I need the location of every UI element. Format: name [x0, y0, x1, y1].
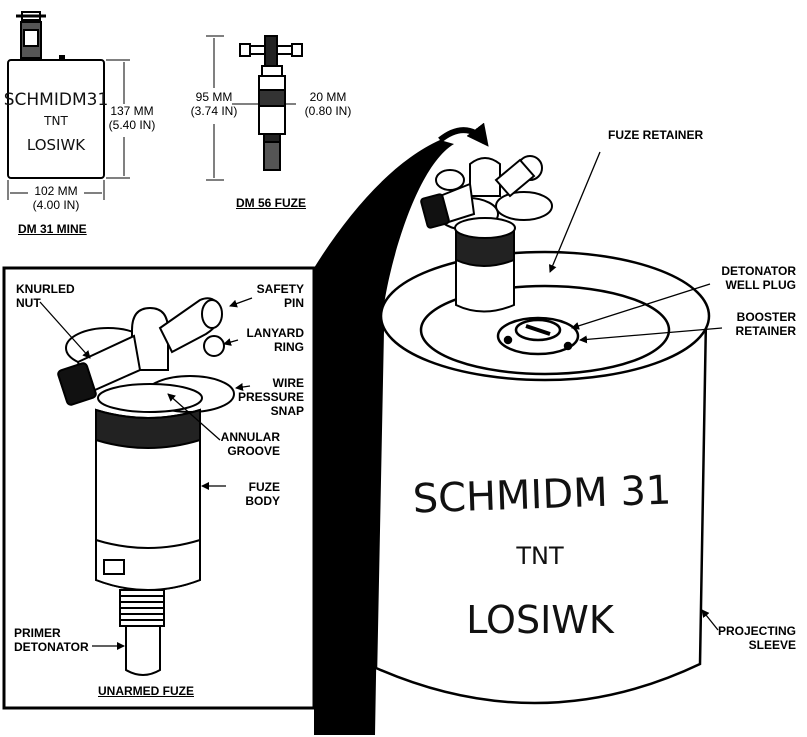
label-fuze-body-line2: BODY — [245, 494, 280, 508]
label-annular-groove-line2: GROOVE — [227, 444, 280, 458]
label-fuze-retainer: FUZE RETAINER — [608, 128, 704, 142]
label-wire-pressure-snap-line1: WIRE — [272, 376, 304, 390]
label-wire-pressure-snap-line2: PRESSURE — [237, 390, 304, 404]
label-projecting-sleeve-line2: SLEEVE — [748, 638, 796, 652]
label-detonator-well-plug: DETONATOR WELL PLUG — [700, 264, 796, 292]
dm56-fuze-dimensions — [206, 35, 296, 181]
small-mine-marking-line3: LOSIWK — [26, 136, 86, 154]
fuze-height-mm: 95 MM — [195, 90, 233, 104]
label-safety-pin-line1: SAFETY — [256, 282, 304, 296]
mine-height-dimension: 137 MM (5.40 IN) — [104, 104, 160, 132]
large-mine-marking-line3: LOSIWK — [466, 598, 614, 642]
curved-pointer-arrow — [438, 122, 489, 147]
caption-unarmed-fuze: UNARMED FUZE — [98, 684, 194, 698]
fuze-width-dimension: 20 MM (0.80 IN) — [296, 90, 360, 118]
unarmed-fuze-leaders — [39, 297, 253, 650]
label-wire-pressure-snap: WIRE PRESSURE SNAP — [236, 376, 304, 418]
fuze-width-in: (0.80 IN) — [304, 104, 352, 118]
mine-height-mm: 137 MM — [110, 104, 154, 118]
label-knurled-nut-line1: KNURLED — [16, 282, 75, 296]
mine-height-in: (5.40 IN) — [108, 118, 156, 132]
label-lanyard-ring-line1: LANYARD — [246, 326, 304, 340]
large-mine-marking-line2: TNT — [516, 542, 564, 570]
large-mine-fuze — [420, 155, 553, 313]
label-detonator-well-plug-line2: WELL PLUG — [725, 278, 796, 292]
label-annular-groove: ANNULAR GROOVE — [206, 430, 280, 458]
fuze-height-dimension: 95 MM (3.74 IN) — [182, 90, 246, 118]
label-projecting-sleeve: PROJECTING SLEEVE — [714, 624, 796, 652]
label-lanyard-ring: LANYARD RING — [236, 326, 304, 354]
label-booster-retainer: BOOSTER RETAINER — [716, 310, 796, 338]
label-primer-detonator-line1: PRIMER — [14, 626, 61, 640]
callout-beam — [314, 140, 454, 735]
label-booster-retainer-line2: RETAINER — [735, 324, 796, 338]
label-primer-detonator: PRIMER DETONATOR — [14, 626, 89, 654]
small-mine-marking-line1: SCHMIDM31 — [3, 90, 109, 110]
mine-width-in: (4.00 IN) — [32, 198, 80, 212]
label-safety-pin: SAFETY PIN — [236, 282, 304, 310]
label-wire-pressure-snap-line3: SNAP — [270, 404, 304, 418]
fuze-height-in: (3.74 IN) — [190, 104, 238, 118]
large-mine-leaders — [549, 151, 723, 631]
label-knurled-nut-line2: NUT — [16, 296, 41, 310]
small-mine-marking-line2: TNT — [44, 114, 68, 128]
label-annular-groove-line1: ANNULAR — [220, 430, 280, 444]
label-knurled-nut: KNURLED NUT — [16, 282, 75, 310]
label-primer-detonator-line2: DETONATOR — [14, 640, 89, 654]
label-projecting-sleeve-line1: PROJECTING — [717, 624, 796, 638]
caption-dm31-mine: DM 31 MINE — [18, 222, 87, 236]
label-fuze-body-line1: FUZE — [248, 480, 280, 494]
mine-width-mm: 102 MM — [34, 184, 78, 198]
fuze-width-mm: 20 MM — [309, 90, 347, 104]
label-safety-pin-line2: PIN — [283, 296, 304, 310]
large-mine-marking-line1: SCHMIDM 31 — [411, 467, 673, 523]
label-detonator-well-plug-line1: DETONATOR — [721, 264, 796, 278]
label-booster-retainer-line1: BOOSTER — [736, 310, 796, 324]
small-mine-drawing — [7, 11, 105, 179]
small-mine-dimensions — [7, 59, 130, 200]
label-fuze-body: FUZE BODY — [236, 480, 280, 508]
label-lanyard-ring-line2: RING — [274, 340, 304, 354]
dm56-fuze-drawing — [239, 35, 303, 171]
mine-width-dimension: 102 MM (4.00 IN) — [26, 184, 86, 212]
caption-dm56-fuze: DM 56 FUZE — [236, 196, 307, 210]
